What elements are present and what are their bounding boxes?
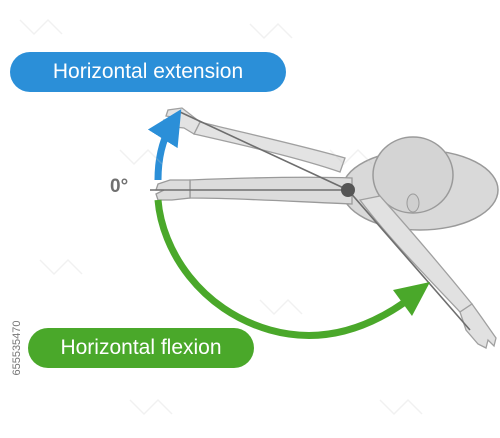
flexion-arrowhead [393, 282, 430, 316]
zero-degree-label: 0° [110, 176, 129, 197]
horizontal-flexion-label: Horizontal flexion [28, 328, 254, 368]
horizontal-extension-label: Horizontal extension [10, 52, 286, 92]
axis-lines [150, 111, 471, 331]
head [372, 136, 454, 214]
flexion-arc [154, 199, 408, 339]
shoulder-pivot [341, 183, 355, 197]
extension-arrow [147, 109, 182, 181]
arm-flexion [358, 195, 497, 349]
stock-id-text: 655535470 [11, 320, 23, 376]
